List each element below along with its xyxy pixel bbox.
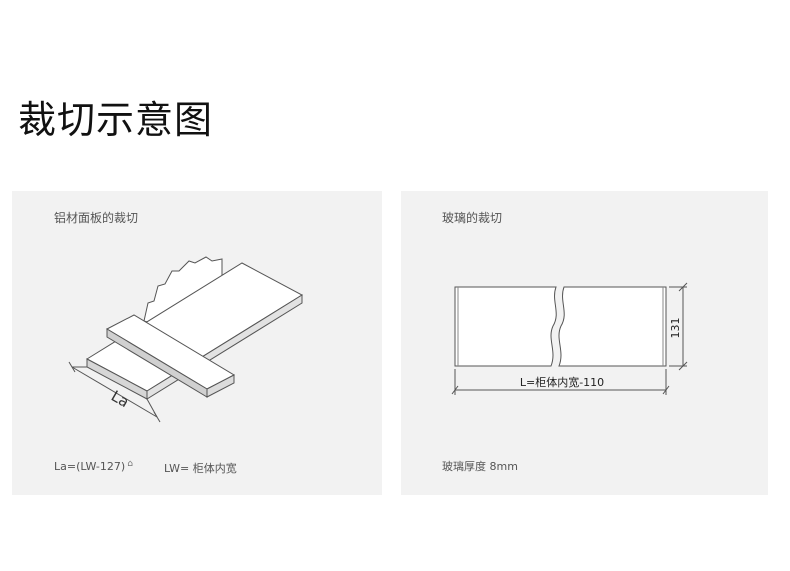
glass-cut-label: 玻璃的裁切 (442, 211, 503, 225)
glass-right-piece (558, 286, 667, 367)
glass-left-piece (454, 286, 557, 367)
aluminum-cut-diagram: La (68, 256, 304, 423)
glass-cut-diagram: L=柜体内宽-110 131 (451, 282, 688, 395)
height-dimension-line (669, 282, 688, 371)
la-dimension-line (68, 361, 161, 423)
ruler-mark-icon: ⌂ (127, 459, 133, 469)
aluminum-cut-panel: 铝材面板的裁切 La La=(LW-127)⌂ LW= 柜体内宽 (12, 191, 382, 495)
aluminum-formula: La=(LW-127)⌂ (54, 459, 133, 474)
height-dimension-label: 131 (669, 318, 682, 339)
length-dimension-label: L=柜体内宽-110 (520, 375, 604, 389)
glass-cut-panel: 玻璃的裁切 L=柜体内宽-110 131 玻璃厚度 8mm (401, 191, 768, 495)
glass-thickness-note: 玻璃厚度 8mm (442, 460, 518, 473)
length-label-bg (513, 375, 611, 389)
formula-text: La=(LW-127) (54, 460, 126, 473)
page-title: 裁切示意图 (18, 98, 214, 142)
aluminum-cut-label: 铝材面板的裁切 (54, 211, 139, 225)
length-dimension-line (451, 369, 670, 395)
cut-bar-side-face (106, 328, 208, 398)
lw-definition: LW= 柜体内宽 (164, 462, 237, 475)
